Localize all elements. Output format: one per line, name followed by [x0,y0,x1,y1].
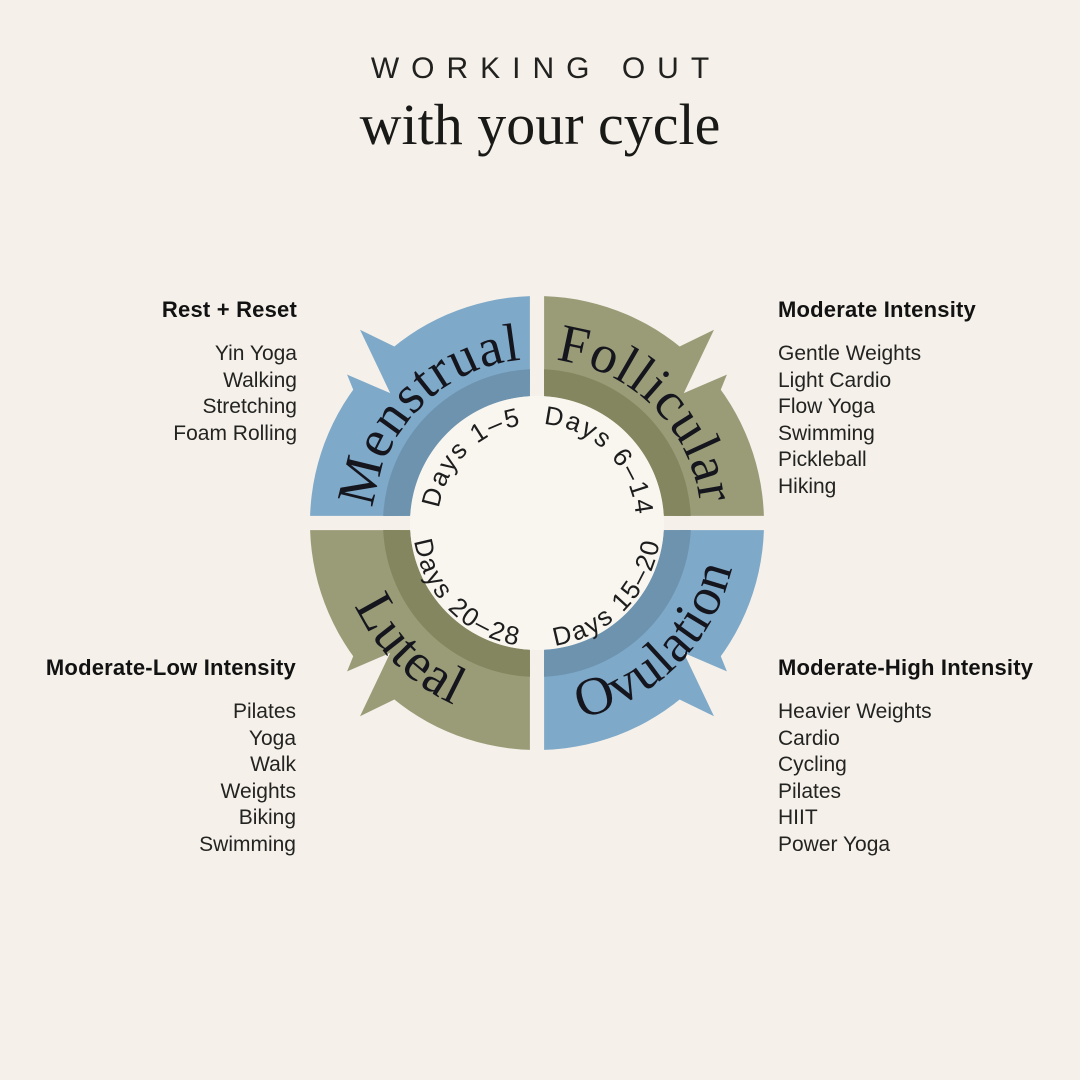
luteal-arc-band [310,530,530,750]
list-item: Heavier Weights [778,700,932,723]
wheel-segment-menstrual [295,291,530,516]
list-item: Yin Yoga [214,342,297,365]
follicular-activity-list: Gentle Weights Light Cardio Flow Yoga Sw… [778,341,1058,500]
title-eyebrow: WORKING OUT [370,52,722,85]
page-header: WORKING OUT with your cycle [0,52,1080,158]
follicular-arc-inner-shadow [544,369,691,516]
luteal-heading: Moderate-Low Intensity [45,655,296,680]
follicular-activities-block: Moderate Intensity Gentle Weights Light … [778,297,1058,500]
list-item: Biking [238,806,296,829]
list-item: Flow Yoga [778,395,875,418]
luteal-arc-inner-shadow [383,530,530,677]
ovulation-tail-notch [683,652,779,755]
ovulation-heading: Moderate-High Intensity [778,655,1034,680]
list-item: Hiking [778,474,837,498]
list-item: Gentle Weights [778,342,922,365]
ovulation-activity-list: Heavier Weights Cardio Cycling Pilates H… [778,699,1058,858]
menstrual-activity-list: Yin Yoga Walking Stretching Foam Rolling [17,341,297,447]
list-item: HIIT [778,806,818,829]
luteal-activity-list: Pilates Yoga Walk Weights Biking Swimmin… [16,699,296,858]
follicular-arc-band [544,296,764,516]
list-item: Stretching [202,395,297,418]
list-item: Pilates [232,700,296,723]
list-item: Yoga [248,726,296,750]
list-item: Cycling [778,753,847,776]
list-item: Cardio [778,726,840,750]
menstrual-activities-block: Rest + Reset Yin Yoga Walking Stretching… [17,297,297,447]
list-item: Walking [223,368,297,392]
list-item: Pilates [778,779,842,803]
ovulation-arc-band [544,530,764,750]
list-item: Foam Rolling [173,421,297,445]
wheel-segment-follicular [544,291,779,516]
luteal-activities-block: Moderate-Low Intensity Pilates Yoga Walk… [16,655,296,858]
menstrual-arc-band [310,296,530,516]
menstrual-tail-notch [295,291,391,394]
list-item: Pickleball [778,448,867,471]
wheel-segment-ovulation [544,530,779,755]
list-item: Swimming [199,832,296,856]
page-title: with your cycle [359,92,721,157]
list-item: Light Cardio [778,368,892,392]
list-item: Walk [250,753,296,776]
wheel-segment-luteal [295,530,530,755]
wheel-center [410,396,664,650]
list-item: Power Yoga [778,832,891,856]
list-item: Swimming [778,421,875,445]
menstrual-arc-inner-shadow [383,369,530,516]
menstrual-heading: Rest + Reset [161,297,297,322]
follicular-heading: Moderate Intensity [778,297,976,322]
ovulation-activities-block: Moderate-High Intensity Heavier Weights … [778,655,1058,858]
luteal-tail-notch [295,652,391,755]
ovulation-arc-inner-shadow [544,530,691,677]
follicular-tail-notch [683,291,779,394]
list-item: Weights [220,779,296,803]
